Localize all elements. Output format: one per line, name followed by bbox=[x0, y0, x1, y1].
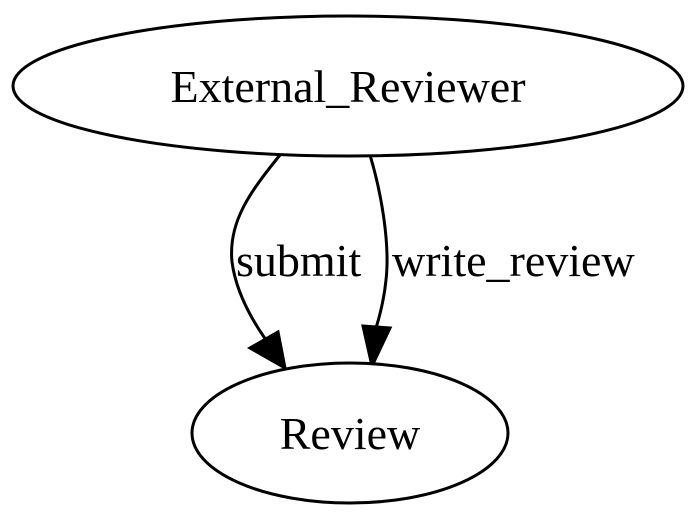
edge-submit-arrowhead bbox=[246, 329, 288, 371]
edge-write-review-line bbox=[368, 154, 389, 329]
node-external-reviewer-shape bbox=[11, 14, 685, 158]
edge-submit-line bbox=[230, 154, 282, 341]
edge-label-write-review: write_review bbox=[392, 235, 635, 286]
node-external-reviewer[interactable]: External_Reviewer bbox=[11, 14, 685, 158]
edge-write-review: write_review bbox=[361, 154, 635, 371]
edge-write-review-arrowhead bbox=[361, 324, 393, 371]
edge-label-submit: submit bbox=[236, 235, 361, 286]
node-review-label: Review bbox=[280, 408, 421, 459]
node-external-reviewer-label: External_Reviewer bbox=[170, 61, 525, 112]
node-review-shape bbox=[190, 361, 510, 505]
edge-submit: submit bbox=[230, 154, 361, 371]
node-review[interactable]: Review bbox=[190, 361, 510, 505]
